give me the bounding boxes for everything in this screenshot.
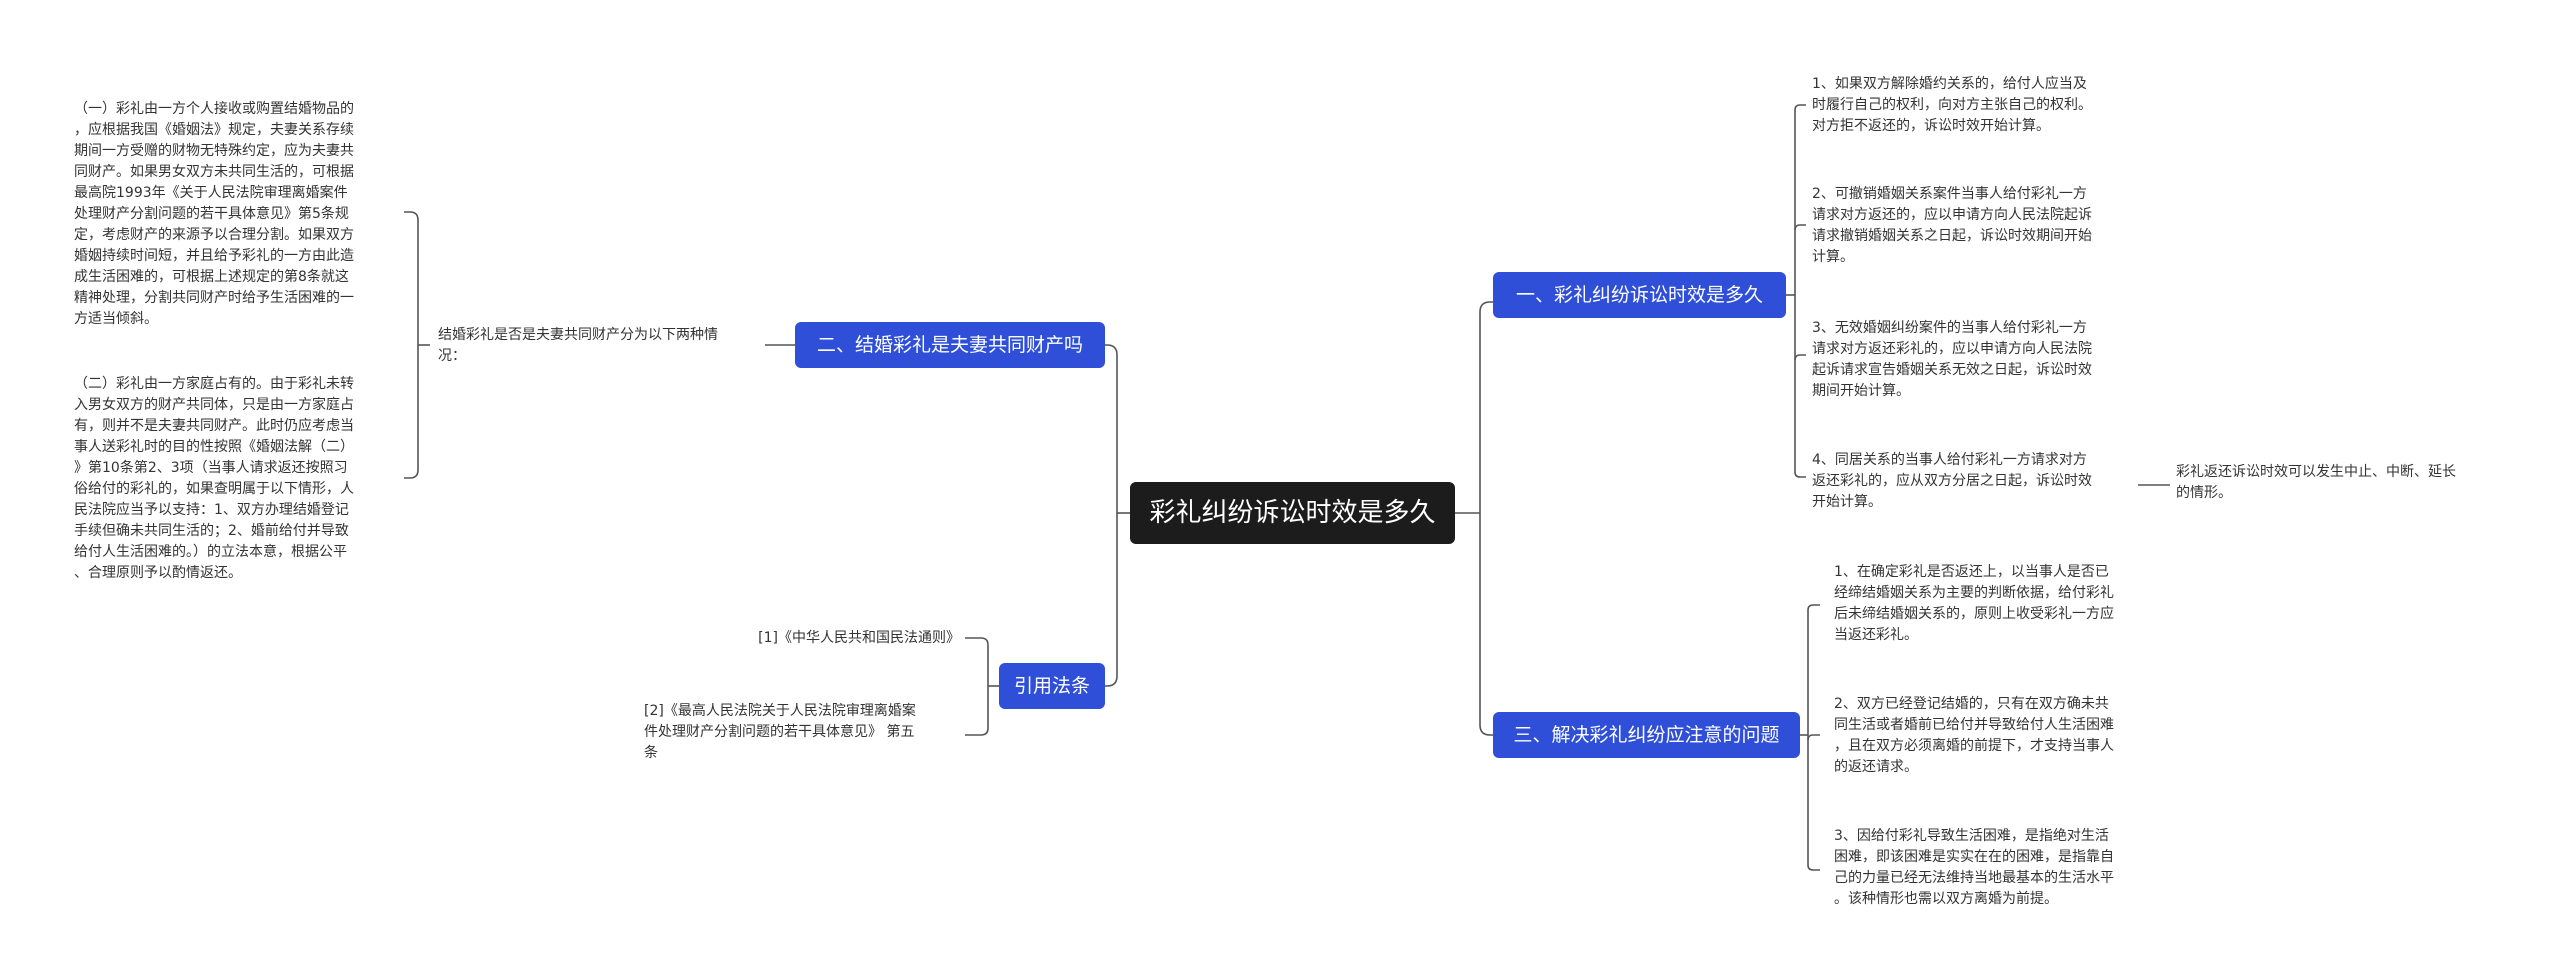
limitation-item-2: 2、可撤销婚姻关系案件当事人给付彩礼一方 请求对方返还的，应以申请方向人民法院起… [1812, 186, 2092, 265]
issues-item-1: 1、在确定彩礼是否返还上，以当事人是否已 经缔结婚姻关系为主要的判断依据，给付彩… [1834, 564, 2114, 643]
branch-cited-laws[interactable]: 引用法条 [999, 663, 1105, 709]
root-topic[interactable]: 彩礼纠纷诉讼时效是多久 [1130, 482, 1455, 544]
branch-property-question[interactable]: 二、结婚彩礼是夫妻共同财产吗 [795, 322, 1105, 368]
property-item-1: （一）彩礼由一方个人接收或购置结婚物品的 ，应根据我国《婚姻法》规定，夫妻关系存… [74, 101, 354, 327]
branch-limitation-period[interactable]: 一、彩礼纠纷诉讼时效是多久 [1493, 272, 1786, 318]
issues-item-3: 3、因给付彩礼导致生活困难，是指绝对生活 困难，即该困难是实实在在的困难，是指靠… [1834, 828, 2114, 907]
property-intro: 结婚彩礼是否是夫妻共同财产分为以下两种情 况： [438, 327, 718, 364]
law-ref-2: [2]《最高人民法院关于人民法院审理离婚案 件处理财产分割问题的若干具体意见》 … [644, 703, 916, 761]
limitation-note: 彩礼返还诉讼时效可以发生中止、中断、延长 的情形。 [2176, 464, 2456, 501]
property-item-2: （二）彩礼由一方家庭占有的。由于彩礼未转 入男女双方的财产共同体，只是由一方家庭… [74, 376, 354, 581]
branch-dispute-issues[interactable]: 三、解决彩礼纠纷应注意的问题 [1493, 712, 1800, 758]
limitation-item-1: 1、如果双方解除婚约关系的，给付人应当及 时履行自己的权利，向对方主张自己的权利… [1812, 76, 2092, 134]
limitation-item-4: 4、同居关系的当事人给付彩礼一方请求对方 返还彩礼的，应从双方分居之日起，诉讼时… [1812, 452, 2092, 510]
law-ref-1: [1]《中华人民共和国民法通则》 [758, 630, 960, 646]
issues-item-2: 2、双方已经登记结婚的，只有在双方确未共 同生活或者婚前已给付并导致给付人生活困… [1834, 696, 2114, 775]
limitation-item-3: 3、无效婚姻纠纷案件的当事人给付彩礼一方 请求对方返还彩礼的，应以申请方向人民法… [1812, 320, 2092, 399]
